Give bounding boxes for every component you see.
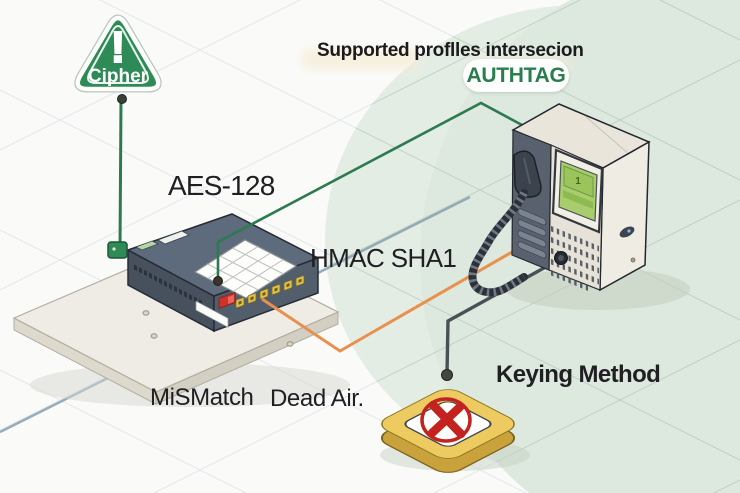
warning-mark: !: [111, 23, 126, 72]
router-indicators: [218, 275, 305, 309]
phone-side-led: [627, 229, 631, 233]
desk-phone-device: 1: [468, 103, 651, 297]
router-status-screen: [135, 240, 159, 251]
router-display: [157, 230, 190, 245]
green-plug-connector: [107, 241, 128, 259]
keying-method-label: Keying Method: [496, 361, 661, 388]
connector-dot-inner: [558, 255, 564, 261]
connector-dot: [213, 276, 223, 286]
cipher-sign-label: Cipher: [88, 66, 149, 87]
glow-patch: [300, 48, 420, 70]
connector-dot: [117, 94, 127, 104]
warning-triangle-icon: ! Cipher: [74, 14, 162, 93]
cipher-link-line: [118, 98, 123, 251]
orange-link-line: [261, 250, 513, 353]
phone-screen: 1: [551, 148, 604, 234]
connector-dot: [441, 369, 453, 381]
hmac-sha1-label: HMAC SHA1: [310, 243, 457, 273]
failure-pad: [380, 389, 516, 473]
supported-profiles-label: Supported proflles intersecion: [317, 40, 584, 61]
router-label-sticker: [195, 300, 229, 328]
mismatch-label: MiSMatch: [150, 384, 254, 411]
phone-screen-glyph: 1: [575, 176, 581, 187]
dead-air-label: Dead Air.: [270, 385, 364, 412]
phone-side-button: [619, 226, 635, 238]
authtag-badge: AUTHTAG: [463, 59, 569, 92]
green-link-line: [216, 101, 523, 280]
platform-screws: [142, 310, 294, 347]
phone-screw: [630, 257, 636, 263]
coiled-cord: [468, 189, 528, 297]
red-x-icon: [420, 397, 472, 443]
router-ports: [134, 264, 202, 306]
authtag-label: AUTHTAG: [466, 63, 566, 87]
aes-128-label: AES-128: [168, 170, 275, 201]
phone-keypad-buttons: [517, 208, 547, 259]
